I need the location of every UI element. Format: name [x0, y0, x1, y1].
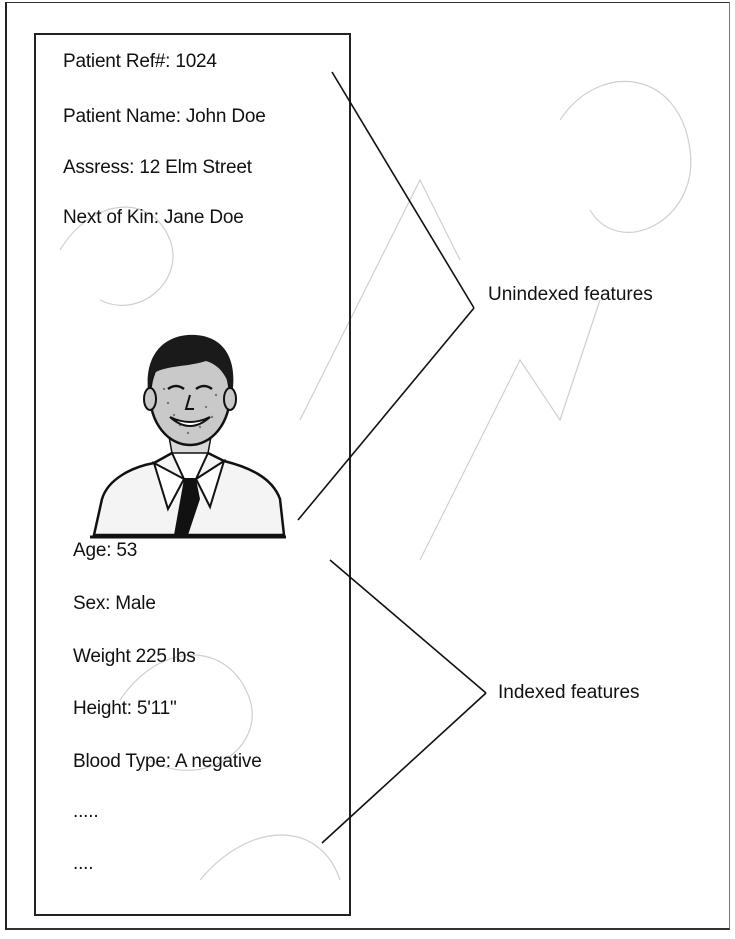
- unindexed-bracket-lower: [298, 308, 474, 520]
- indexed-features-label: Indexed features: [498, 682, 640, 704]
- indexed-bracket-lower: [322, 693, 486, 843]
- unindexed-bracket-upper: [332, 72, 474, 308]
- indexed-bracket-upper: [330, 560, 486, 693]
- unindexed-features-label: Unindexed features: [488, 284, 653, 306]
